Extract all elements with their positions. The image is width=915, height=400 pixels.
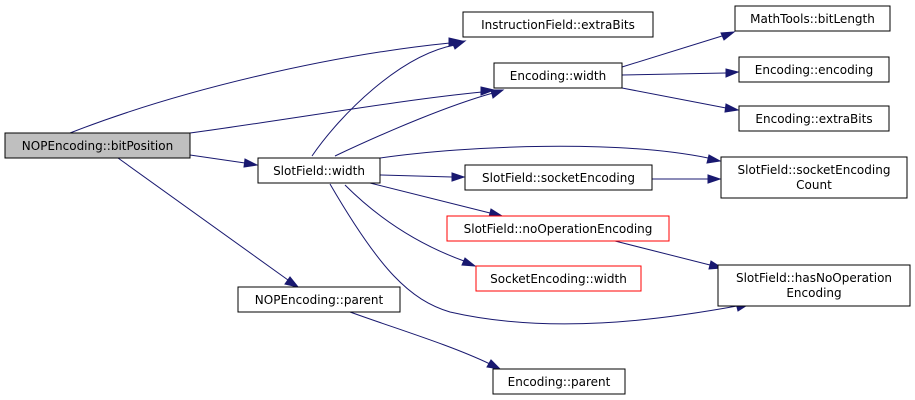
node-nop-parent[interactable]: NOPEncoding::parent [237, 286, 401, 313]
node-label-line-1: SlotField::hasNoOperation [736, 271, 892, 285]
edge-socketencoding-to-socketencodingcount [652, 174, 722, 184]
node-label-line-2: Count [796, 178, 832, 192]
node-label: Encoding::parent [508, 375, 611, 389]
edge-slotfield-width-to-socketencodingcount [379, 145, 722, 164]
edge-slotfield-width-to-socketencoding-width [344, 184, 477, 267]
edge-bitposition-to-encoding-width [189, 86, 496, 134]
node-label: SlotField::socketEncoding [482, 171, 635, 185]
edge-nop-parent-to-encoding-parent [349, 311, 502, 370]
node-label: InstructionField::extraBits [481, 18, 635, 32]
node-encoding-extrabits[interactable]: Encoding::extraBits [738, 105, 890, 132]
node-encoding-width[interactable]: Encoding::width [493, 62, 623, 89]
node-label: MathTools::bitLength [750, 12, 875, 26]
node-nop-bitposition[interactable]: NOPEncoding::bitPosition [4, 132, 191, 159]
node-label: SocketEncoding::width [490, 272, 627, 286]
edge-encoding-width-to-encoding-extrabits [621, 87, 740, 113]
node-slotfield-socketencodingcount[interactable]: SlotField::socketEncoding Count [720, 156, 908, 199]
node-label: Encoding::extraBits [755, 112, 872, 126]
node-instructionfield-extrabits[interactable]: InstructionField::extraBits [462, 11, 654, 38]
node-socketencoding-width[interactable]: SocketEncoding::width [475, 265, 642, 292]
edge-encoding-width-to-mathtools-bitlength [621, 31, 736, 68]
node-label: Encoding::encoding [755, 63, 874, 77]
edge-slotfield-width-to-slotfield-socketencoding [379, 172, 466, 182]
edge-bitposition-to-instructionfield-extrabits [69, 37, 464, 134]
node-label: Encoding::width [510, 69, 606, 83]
node-slotfield-nooperationencoding[interactable]: SlotField::noOperationEncoding [446, 215, 670, 242]
node-label: NOPEncoding::bitPosition [22, 139, 173, 153]
node-label: NOPEncoding::parent [255, 293, 384, 307]
node-slotfield-socketencoding[interactable]: SlotField::socketEncoding [464, 164, 653, 191]
node-mathtools-bitlength[interactable]: MathTools::bitLength [734, 5, 891, 32]
node-slotfield-width[interactable]: SlotField::width [257, 157, 381, 184]
node-encoding-parent[interactable]: Encoding::parent [492, 368, 626, 395]
edges [69, 31, 751, 370]
node-label: SlotField::width [273, 164, 365, 178]
node-label: SlotField::noOperationEncoding [464, 222, 653, 236]
nodes: NOPEncoding::bitPosition InstructionFiel… [4, 5, 911, 395]
edge-bitposition-to-slotfield-width [189, 154, 259, 168]
edge-slotfield-width-to-encoding-width [334, 89, 505, 157]
edge-nooperationencoding-to-hasnooperationencoding [614, 240, 724, 270]
edge-bitposition-to-nop-parent [117, 157, 300, 288]
edge-encoding-width-to-encoding-encoding [621, 68, 740, 78]
node-encoding-encoding[interactable]: Encoding::encoding [738, 56, 890, 83]
edge-slotfield-width-to-instructionfield-extrabits [311, 40, 467, 157]
node-label-line-2: Encoding [786, 286, 841, 300]
node-label-line-1: SlotField::socketEncoding [738, 163, 891, 177]
node-slotfield-hasnooperationencoding[interactable]: SlotField::hasNoOperation Encoding [717, 264, 911, 307]
